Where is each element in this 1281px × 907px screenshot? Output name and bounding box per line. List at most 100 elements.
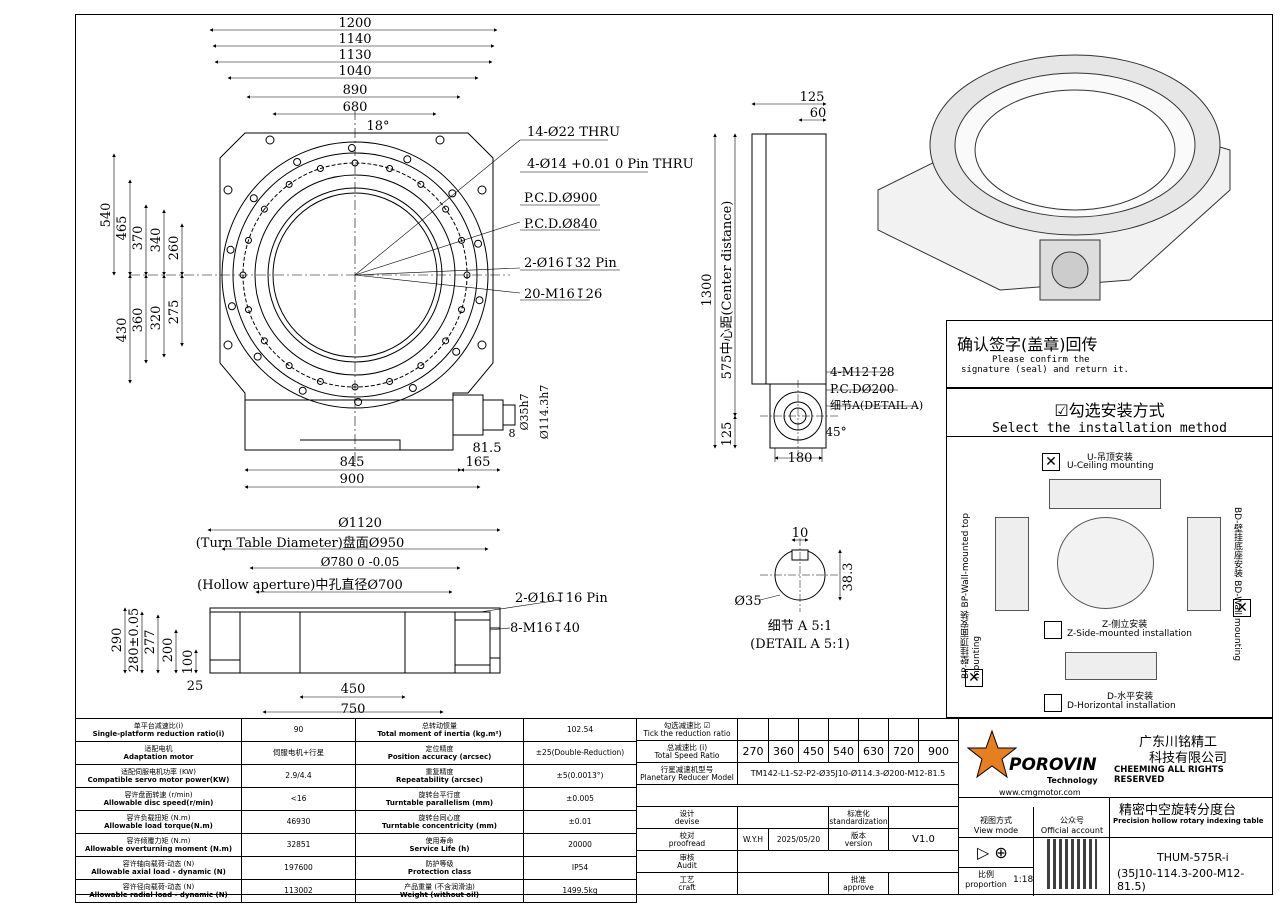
- ratio-tick[interactable]: [888, 718, 919, 741]
- dim-1130: 1130: [338, 48, 371, 63]
- spec-label: 容许负载扭矩 (N.m)Allowable load torque(N.m): [75, 810, 242, 834]
- thru-hole: [227, 302, 236, 311]
- ratio-tick[interactable]: [768, 718, 799, 741]
- corner-hole: [265, 135, 275, 145]
- d-label-cn: D-水平安装: [1107, 692, 1154, 702]
- ratio-value[interactable]: 630: [858, 740, 889, 763]
- spec-label: 容许倾覆力矩 (N.m)Allowable overturning moment…: [75, 833, 242, 857]
- dim-450: 450: [341, 682, 366, 697]
- bolt-hole: [239, 271, 247, 279]
- spec-value: <16: [241, 787, 356, 811]
- dim-1120: Ø1120: [338, 516, 382, 531]
- iso-render: [877, 54, 1231, 301]
- callout-pin-thru: 4-Ø14 +0.01 0 Pin THRU: [527, 157, 694, 172]
- z-checkbox[interactable]: [1044, 621, 1062, 639]
- corner-hole: [435, 135, 445, 145]
- bd-label-en: BD-Wall mounting: [1232, 580, 1242, 662]
- ratio-value[interactable]: 450: [798, 740, 829, 763]
- spec-label: 适配伺服电机功率 (KW)Compatible servo motor powe…: [75, 764, 242, 788]
- angle-45: 45°: [825, 425, 846, 439]
- bolt-hole: [463, 271, 471, 279]
- ratio-value[interactable]: 900: [918, 740, 959, 763]
- thru-hole: [475, 296, 484, 305]
- d-diagram: [1065, 652, 1157, 680]
- install-title-cn: ☑勾选安装方式: [1054, 401, 1165, 420]
- callout-pcd840: P.C.D.Ø840: [524, 217, 597, 232]
- spec-value: IP54: [523, 856, 637, 880]
- spec-label: 容许盘面转速 (r/min)Allowable disc speed(r/min…: [75, 787, 242, 811]
- install-box: ☑勾选安装方式 Select the installation method ✕…: [946, 388, 1273, 718]
- u-checkbox[interactable]: ✕: [1042, 453, 1060, 471]
- dim-1200: 1200: [338, 16, 371, 31]
- corner-hole: [477, 185, 487, 195]
- bolt-hole: [316, 378, 324, 386]
- thru-hole: [293, 157, 302, 166]
- u-label-cn: U-吊顶安装: [1087, 453, 1133, 463]
- dim-280: 280±0.05: [127, 608, 142, 673]
- ratio-tick[interactable]: [858, 718, 889, 741]
- version-value: V1.0: [888, 828, 959, 851]
- thru-hole: [448, 189, 457, 198]
- dim-1040: 1040: [338, 64, 371, 79]
- ratio-tick[interactable]: [737, 718, 769, 741]
- z-diagram: [1057, 517, 1154, 609]
- ratio-tick[interactable]: [798, 718, 829, 741]
- dim-100: 100: [181, 650, 196, 675]
- proof-date: 2025/05/20: [768, 828, 829, 851]
- bd-checkbox[interactable]: ✕: [1233, 599, 1251, 617]
- ratio-value[interactable]: 720: [888, 740, 919, 763]
- part-spec: (35J10-114.3-200-M12-81.5): [1117, 867, 1245, 893]
- qr-code: [1047, 839, 1097, 889]
- bd-diagram: [1187, 517, 1221, 611]
- detail-label-en: (DETAIL A 5:1): [750, 637, 850, 652]
- dim-1300: 1300: [700, 273, 715, 306]
- d-label-en: D-Horizontal installation: [1067, 701, 1176, 711]
- thru-hole: [408, 384, 417, 393]
- front-view: [130, 110, 521, 470]
- total-ratio-label: 总减速比 (i)Total Speed Ratio: [636, 740, 738, 763]
- z-label-en: Z-Side-mounted installation: [1067, 629, 1192, 639]
- bp-label: BP-壁挂顶面安装 BP-Wall-mounted top mounting: [959, 509, 982, 679]
- d-checkbox[interactable]: [1044, 694, 1062, 712]
- dim-370: 370: [131, 226, 146, 251]
- callout-pin16: 2-Ø16↧16 Pin: [515, 591, 608, 606]
- company-block: POROVIN Technology 广东川铭精工 科技有限公司 CHEEMIN…: [958, 718, 1273, 896]
- dim-25: 25: [187, 679, 204, 694]
- spec-value: 1499.5kg: [523, 879, 637, 903]
- dim-900: 900: [340, 472, 365, 487]
- bolt-hole: [351, 383, 359, 391]
- ratio-value[interactable]: 360: [768, 740, 799, 763]
- spec-value: 197600: [241, 856, 356, 880]
- part-number: THUM-575R-i: [1157, 851, 1229, 864]
- ratio-value[interactable]: 540: [828, 740, 859, 763]
- thru-hole: [452, 347, 461, 356]
- detail-a: [759, 538, 842, 612]
- bolt-hole: [458, 306, 466, 314]
- ratio-value[interactable]: 270: [737, 740, 769, 763]
- dim-540: 540: [99, 203, 114, 228]
- bp-checkbox[interactable]: ✕: [965, 669, 983, 687]
- spec-row: 容许轴向载荷-动态 (N)Allowable axial load - dyna…: [75, 856, 637, 880]
- dim-780: Ø780 0 -0.05: [321, 555, 400, 569]
- dim-890: 890: [343, 83, 368, 98]
- ratio-tick[interactable]: [918, 718, 959, 741]
- detail-width: 10: [792, 526, 809, 541]
- spec-row: 容许盘面转速 (r/min)Allowable disc speed(r/min…: [75, 787, 637, 811]
- ratio-tick[interactable]: [828, 718, 859, 741]
- u-label-en: U-Ceiling mounting: [1067, 461, 1154, 471]
- reserved: CHEEMING ALL RIGHTS RESERVED: [1114, 765, 1224, 785]
- center-distance: 575中心距(Center distance): [720, 201, 735, 380]
- dim-81-5: 81.5: [473, 441, 502, 456]
- spec-row: 适配伺服电机功率 (KW)Compatible servo motor powe…: [75, 764, 637, 788]
